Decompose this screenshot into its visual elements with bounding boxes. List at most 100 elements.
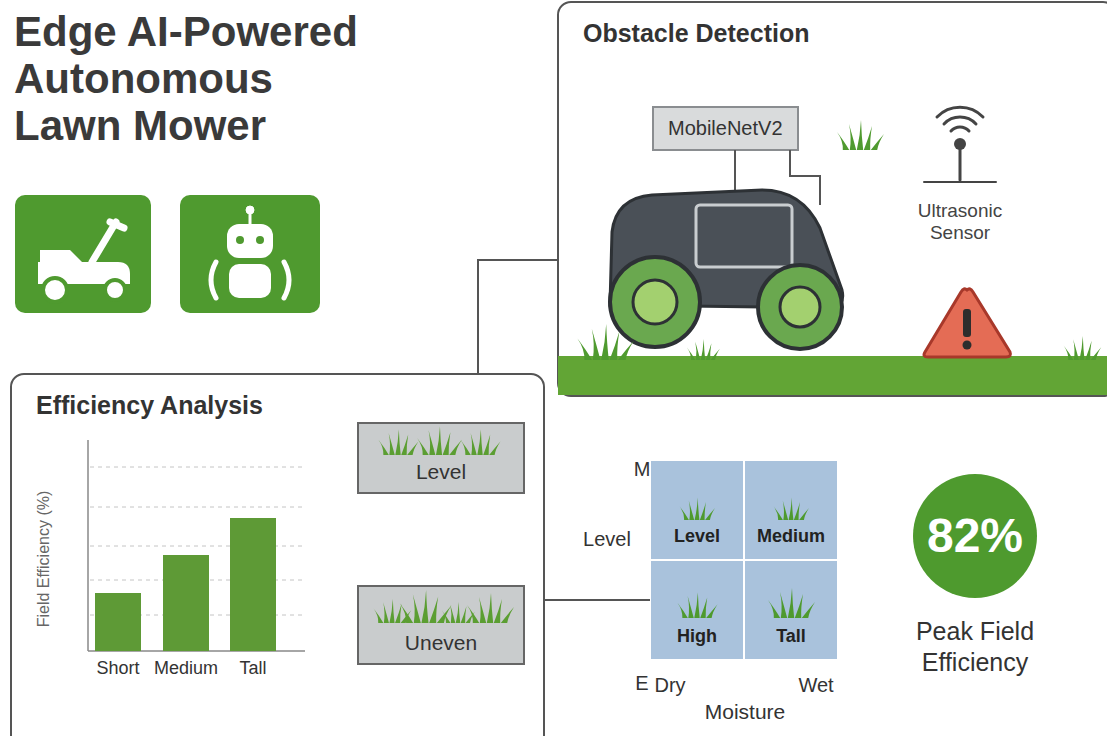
y-axis bbox=[87, 440, 89, 651]
grass-tuft bbox=[837, 120, 884, 150]
grass-tuft bbox=[374, 599, 412, 623]
grass-blade bbox=[487, 593, 493, 623]
grass-blade bbox=[477, 430, 482, 456]
grass-blade bbox=[421, 590, 428, 623]
grass-blade bbox=[1073, 339, 1079, 360]
grass-blade bbox=[701, 339, 705, 360]
label-holder: Ultrasonic Sensor bbox=[900, 200, 1020, 244]
label-holder: Wet bbox=[786, 674, 846, 697]
label-holder: E bbox=[630, 672, 654, 695]
grass-tuft bbox=[768, 588, 815, 618]
grass-blade bbox=[783, 501, 788, 521]
grass-blade bbox=[774, 507, 783, 521]
matrix-cell: Medium bbox=[744, 460, 838, 560]
node-label: Level bbox=[416, 460, 466, 484]
axis-label: E bbox=[630, 672, 654, 695]
grass-blade bbox=[450, 605, 455, 623]
label-holder: Dry bbox=[640, 674, 700, 697]
grass-blade bbox=[837, 132, 849, 150]
grass-blade bbox=[1091, 347, 1102, 360]
grass-blade bbox=[413, 594, 421, 623]
label-holder: Tall bbox=[223, 658, 283, 679]
node-label: MobileNetV2 bbox=[668, 117, 783, 140]
grass-blade bbox=[437, 605, 452, 623]
grass-blade bbox=[680, 507, 689, 521]
grass-blade bbox=[401, 435, 408, 455]
grass-blade bbox=[871, 134, 884, 150]
axis-title: Field Efficiency (%) bbox=[35, 459, 53, 659]
grass-blade bbox=[610, 331, 620, 360]
mower-body bbox=[610, 190, 843, 308]
panel-title: Obstacle Detection bbox=[559, 3, 1107, 48]
matrix-cell: Level bbox=[650, 460, 744, 560]
warning-mark bbox=[963, 341, 972, 350]
grass-blade bbox=[700, 598, 707, 618]
bar bbox=[95, 593, 141, 651]
grass-tuft bbox=[417, 427, 462, 456]
grass-blade bbox=[700, 502, 706, 520]
grass-blade bbox=[483, 435, 490, 455]
label-holder: Medium bbox=[146, 658, 226, 679]
grass-blade bbox=[695, 342, 700, 360]
grass-blade bbox=[471, 433, 477, 455]
grass-blade bbox=[389, 599, 394, 623]
model-box: MobileNetV2 bbox=[652, 106, 799, 151]
mower-icon-tile bbox=[15, 195, 151, 313]
matrix-cell: High bbox=[650, 560, 744, 660]
matrix-cell: Tall bbox=[744, 560, 838, 660]
label-holder: Level bbox=[572, 528, 642, 551]
sensor-head bbox=[954, 138, 966, 150]
grass-blade bbox=[449, 440, 462, 455]
grass-blade bbox=[711, 349, 720, 360]
grass-blade bbox=[461, 606, 467, 623]
grass-blade bbox=[1064, 346, 1074, 360]
grass-tuft bbox=[400, 590, 452, 623]
ground-band bbox=[558, 356, 1107, 395]
grass-blade bbox=[799, 508, 809, 520]
grass-tufts bbox=[374, 120, 1102, 623]
grass-blade bbox=[601, 324, 609, 360]
wheel-hub bbox=[633, 280, 677, 324]
mower-icon bbox=[38, 222, 130, 302]
metric-value: 82% bbox=[860, 472, 1090, 600]
grass-blade bbox=[417, 438, 429, 455]
panel: Efficiency AnalysisLevelUneven bbox=[10, 373, 545, 736]
grass-blade bbox=[389, 433, 395, 455]
axis-label: Level bbox=[572, 528, 642, 551]
terrain-box: Level bbox=[357, 422, 525, 494]
grass-tuft bbox=[442, 602, 475, 623]
node-label: Level bbox=[674, 526, 720, 547]
grass-tuft bbox=[774, 498, 809, 521]
x-axis bbox=[88, 650, 305, 652]
grass-blade bbox=[429, 430, 436, 455]
grass-blade bbox=[374, 609, 384, 623]
grass-blade bbox=[706, 343, 712, 360]
grass-blade bbox=[436, 427, 442, 456]
diagram-title: Edge AI-Powered Autonomous Lawn Mower bbox=[14, 8, 374, 149]
panel-title: Efficiency Analysis bbox=[12, 375, 543, 420]
grass-blade bbox=[395, 430, 400, 456]
robot-icon bbox=[211, 206, 289, 298]
grass-blade bbox=[689, 501, 694, 521]
grass-blade bbox=[489, 441, 500, 455]
axis-label: M bbox=[630, 458, 654, 481]
robot-icon-tile bbox=[180, 195, 320, 313]
grass-blade bbox=[857, 120, 863, 150]
grass-tuft bbox=[677, 593, 717, 619]
node-label: High bbox=[677, 626, 717, 647]
grass-blade bbox=[501, 607, 514, 623]
grass-tuft bbox=[1064, 336, 1102, 360]
grass-blade bbox=[788, 588, 794, 618]
grass-blade bbox=[705, 508, 715, 520]
grass-blade bbox=[456, 602, 460, 623]
grass-blade bbox=[401, 610, 412, 623]
axis-title: Moisture bbox=[685, 700, 805, 724]
sensor-wire bbox=[790, 150, 820, 205]
grass-blade bbox=[494, 599, 502, 623]
grass-blade bbox=[695, 498, 700, 521]
bar bbox=[163, 555, 209, 651]
grass-blade bbox=[789, 498, 794, 521]
grass-tuft bbox=[577, 324, 633, 360]
category-label: Medium bbox=[146, 658, 226, 679]
